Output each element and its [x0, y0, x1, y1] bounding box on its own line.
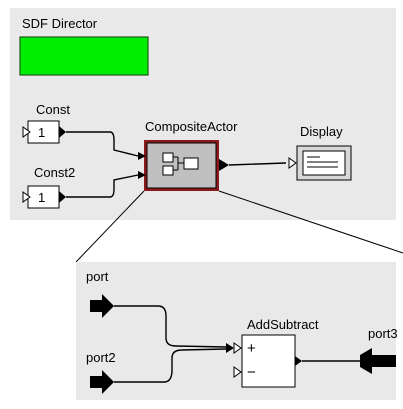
inner-wires	[114, 305, 360, 383]
inner-port3-label: port3	[368, 326, 398, 341]
wire-port2-to-adder	[114, 348, 227, 383]
zoom-line-right	[218, 190, 403, 254]
director-block[interactable]	[19, 36, 149, 76]
wire-const-to-composite	[66, 131, 139, 157]
composite-actor[interactable]	[144, 140, 219, 191]
const2-value: 1	[38, 190, 45, 205]
wire-const2-to-composite	[66, 174, 139, 198]
display-label: Display	[300, 124, 343, 139]
inner-port2-label: port2	[86, 350, 116, 365]
top-wires	[66, 131, 287, 198]
const-value: 1	[38, 125, 45, 140]
inner-canvas	[76, 262, 396, 400]
const2-label: Const2	[34, 165, 75, 180]
wire-port-to-adder	[114, 305, 227, 348]
wire-composite-to-display	[228, 162, 287, 166]
composite-label: CompositeActor	[145, 119, 238, 134]
const-label: Const	[36, 102, 70, 117]
adder-minus: −	[247, 364, 256, 381]
zoom-line-left	[75, 190, 145, 263]
inner-port2-icon[interactable]	[90, 370, 114, 394]
composite-icon	[162, 152, 199, 176]
adder-label: AddSubtract	[247, 317, 319, 332]
const2-actor[interactable]: 1	[22, 185, 66, 209]
const-actor[interactable]: 1	[22, 120, 66, 144]
inner-port-icon[interactable]	[90, 294, 114, 318]
inner-port-label: port	[86, 269, 109, 284]
adder-actor[interactable]: + −	[233, 334, 302, 388]
adder-plus: +	[247, 340, 256, 357]
display-actor[interactable]	[288, 145, 352, 181]
inner-port3-icon[interactable]	[360, 348, 396, 374]
director-label: SDF Director	[22, 16, 98, 31]
